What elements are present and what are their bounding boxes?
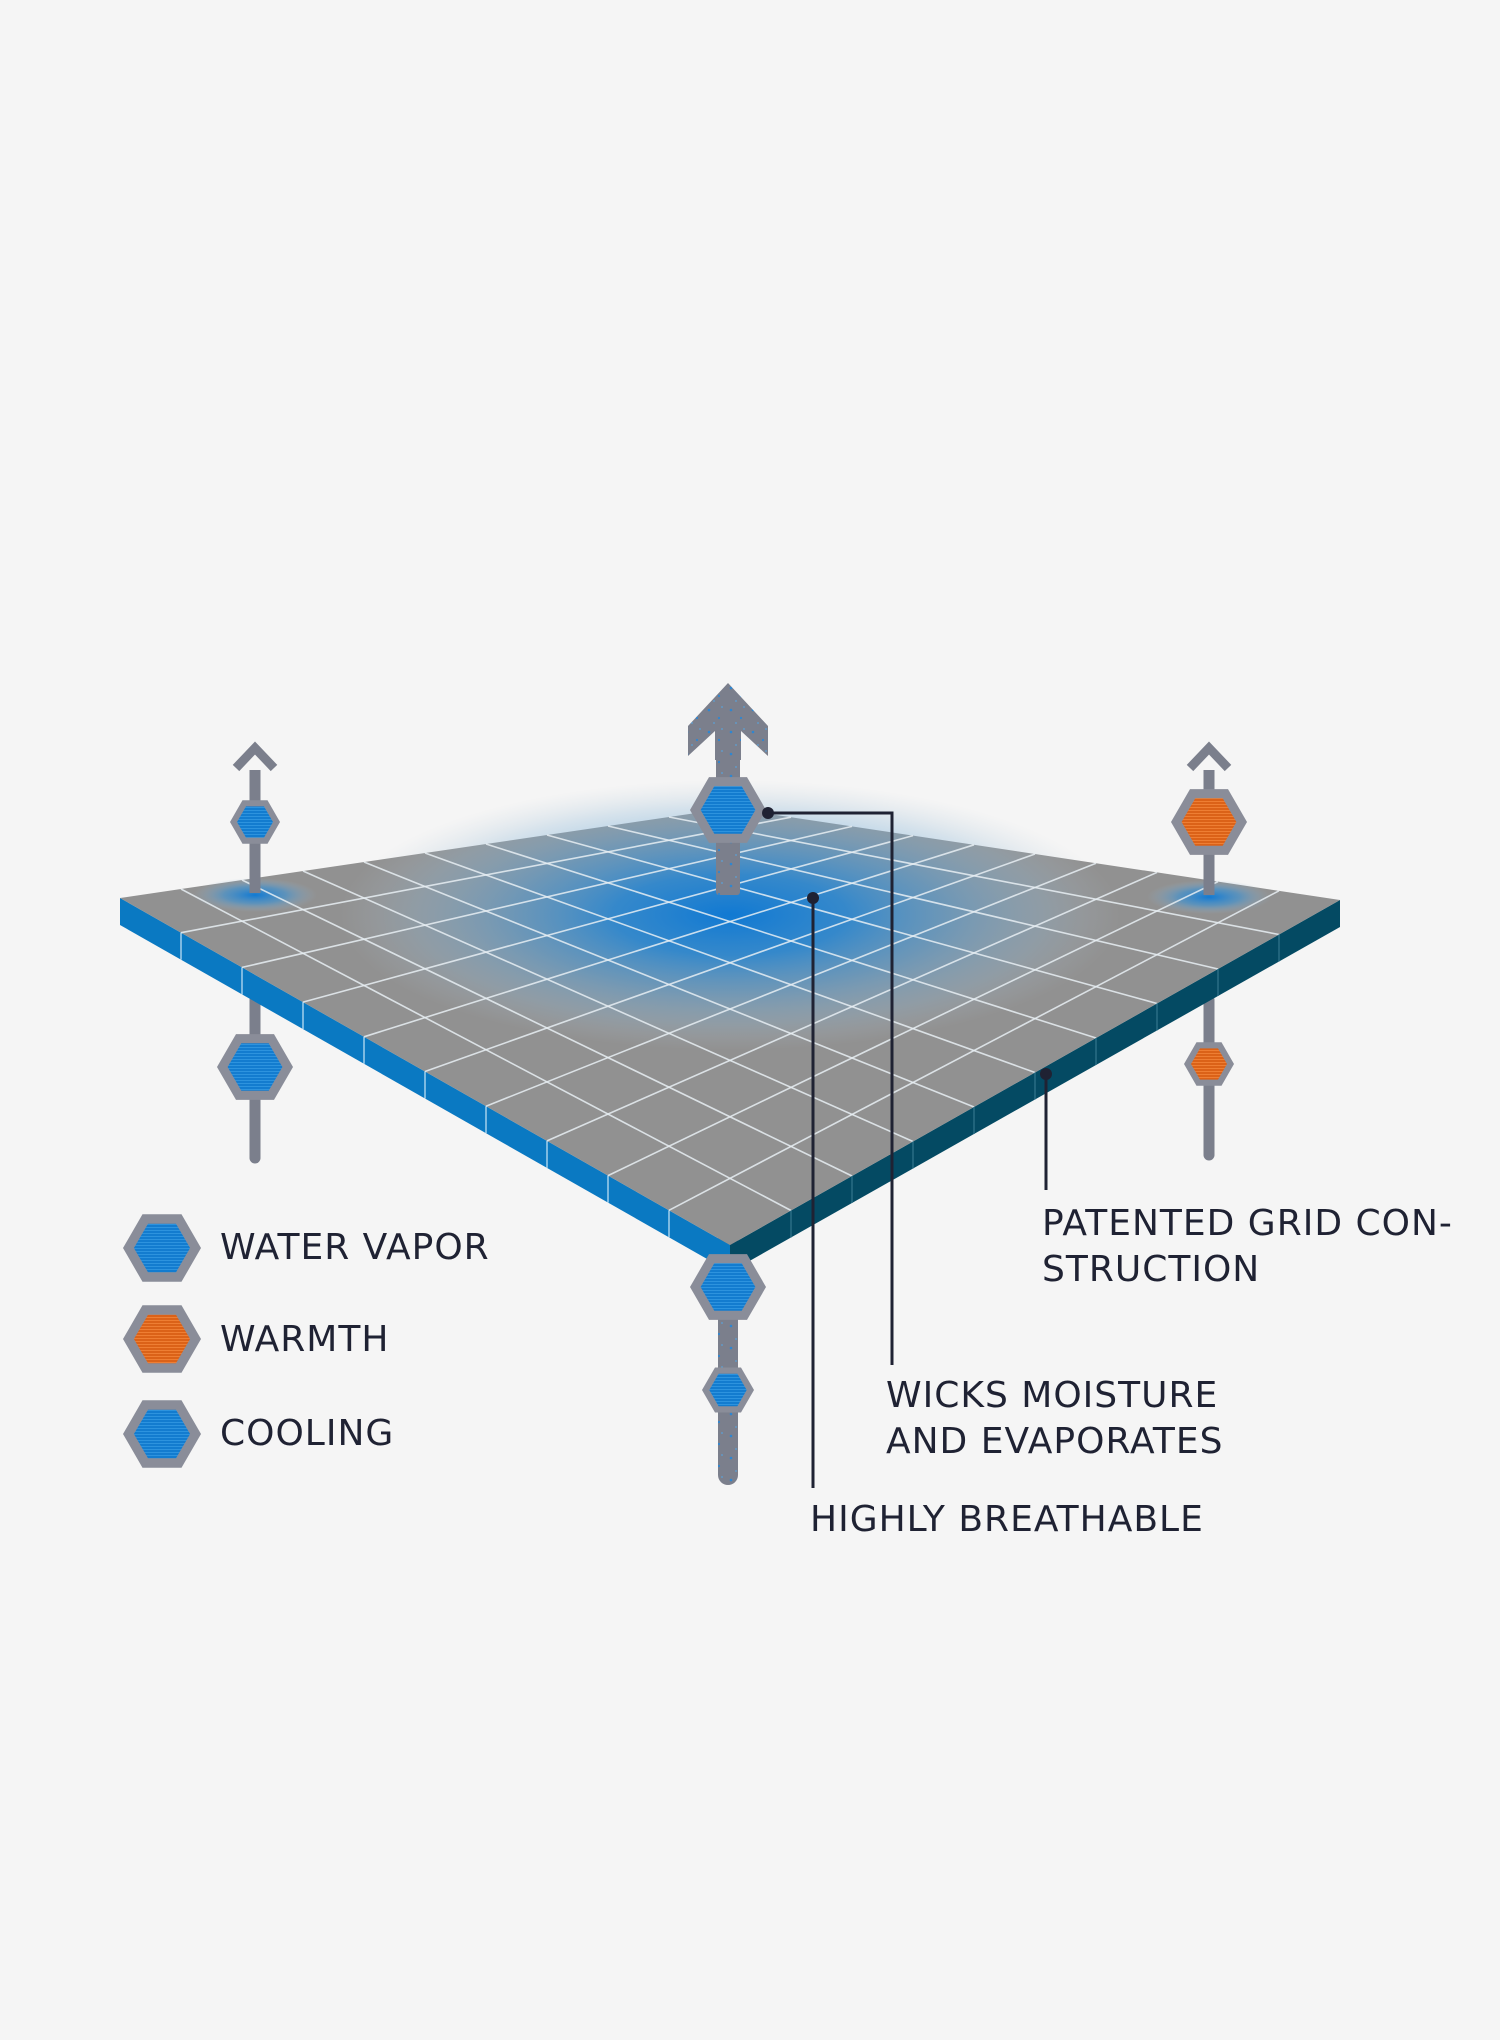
fabric-edge-ticks	[180, 932, 1280, 1238]
left-upper-cooling-hexagon-icon	[230, 800, 280, 844]
bottom-water-vapor-hexagon-icon	[690, 1254, 766, 1320]
legend-warmth-label: WARMTH	[220, 1319, 390, 1360]
center-water-vapor-hexagon-icon	[690, 777, 766, 843]
fabric-grid-lines	[180, 816, 1280, 1212]
grid-construction-callout: PATENTED GRID CON- STRUCTION	[1042, 1201, 1453, 1293]
warmth-hexagon-icon	[123, 1305, 201, 1373]
bottom-cooling-hexagon-icon	[702, 1367, 754, 1413]
legend-icons	[123, 1214, 201, 1468]
grid-callout-line-2: STRUCTION	[1042, 1249, 1261, 1290]
right-up-arrow-icon	[1186, 741, 1232, 772]
cooling-hexagon-icon	[123, 1400, 201, 1468]
wicks-leader-line	[768, 811, 894, 1365]
right-lower-warmth-hexagon-icon	[1184, 1042, 1234, 1086]
grid-callout-line-1: PATENTED GRID CON-	[1042, 1203, 1453, 1244]
left-up-arrow-icon	[232, 741, 278, 772]
moisture-spread-right	[1147, 880, 1271, 914]
particle-hexagons	[217, 777, 1247, 1413]
highly-breathable-callout: HIGHLY BREATHABLE	[810, 1499, 1204, 1540]
wicks-callout-line-2: AND EVAPORATES	[886, 1421, 1224, 1462]
fabric-grid-panel	[120, 780, 1340, 1272]
moisture-spread-left	[193, 878, 317, 912]
callout-dots	[762, 807, 1052, 1080]
water-vapor-hexagon-icon	[123, 1214, 201, 1282]
center-up-arrow-icon	[688, 683, 768, 760]
legend-water-vapor-label: WATER VAPOR	[220, 1227, 490, 1268]
left-lower-water-vapor-hexagon-icon	[217, 1034, 293, 1100]
wicks-callout-line-1: WICKS MOISTURE	[886, 1375, 1219, 1416]
callout-leaders	[768, 811, 1048, 1488]
wicks-moisture-callout: WICKS MOISTURE AND EVAPORATES	[886, 1373, 1223, 1465]
legend-cooling-label: COOLING	[220, 1413, 395, 1454]
right-upper-warmth-hexagon-icon	[1171, 789, 1247, 855]
